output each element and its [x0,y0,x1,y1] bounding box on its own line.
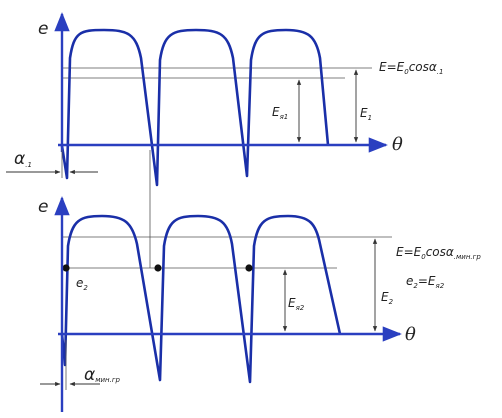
bottom-point-label-e2: e2 [76,276,88,292]
top-label-E1: E1 [360,106,372,122]
bottom-label-E2: E2 [381,290,394,306]
top-formula: E=E0cosα.1 [379,60,443,76]
bottom-waveform [60,214,342,384]
top-y-axis-label: e [38,19,48,39]
top-label-Eya1: Eя1 [272,105,288,121]
bottom-label-alpha-min: αмин.гр [84,365,121,385]
bottom-formula: E=E0cosα.мин.гр [396,245,481,261]
bottom-point-1 [62,264,70,272]
top-waveform [60,28,330,187]
bottom-point-2 [154,264,162,272]
bottom-label-Eya2: Eя2 [288,296,305,312]
bottom-x-axis-label: θ [405,324,416,345]
bottom-point-3 [245,264,253,272]
top-plot: e θ E=E0cosα.1 E1 Eя1 α.1 [6,12,443,187]
top-x-axis-label: θ [392,134,403,155]
top-label-alpha1: α.1 [14,149,32,169]
bottom-equation-e2: e2=Eя2 [406,274,445,290]
bottom-plot: e θ E=E0cosα.мин.гр e2=Eя2 e2 E2 Eя2 αми… [38,196,481,412]
bottom-y-axis-label: e [38,197,48,217]
